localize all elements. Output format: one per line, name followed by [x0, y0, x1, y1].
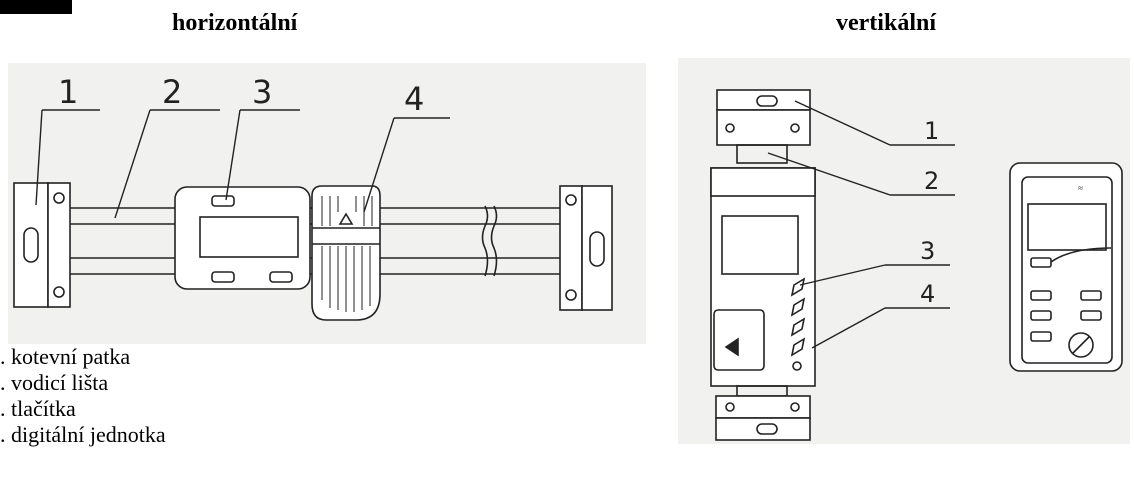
callout-v-2: 2 — [924, 167, 939, 195]
vertical-callout-lines — [767, 100, 955, 349]
display — [199, 216, 299, 258]
legend-item: . kotevní patka — [0, 344, 131, 369]
vertical-triangle-icon — [724, 337, 739, 357]
heading-vertical: vertikální — [836, 10, 936, 36]
vertical-housing — [710, 167, 816, 387]
callout-v-3: 3 — [920, 237, 935, 265]
top-anchor-foot — [716, 89, 811, 164]
vertical-display — [721, 215, 799, 275]
callout-h-2: 2 — [162, 73, 182, 111]
horizontal-callout-lines — [35, 109, 450, 219]
button-right — [269, 271, 293, 283]
digital-unit-body — [174, 186, 311, 290]
horizontal-device — [13, 109, 613, 321]
callout-h-4: 4 — [404, 80, 424, 118]
front-display — [1027, 203, 1107, 251]
heading-horizontal: horizontální — [172, 10, 298, 36]
parts-legend: . kotevní patka . vodicí lišta . tlačítk… — [0, 344, 166, 448]
legend-item: . vodicí lišta — [0, 370, 109, 395]
digital-unit-housing — [311, 185, 381, 321]
front-panel-view: ≈ — [1009, 162, 1123, 372]
left-anchor-foot — [13, 182, 71, 308]
callout-h-3: 3 — [252, 73, 272, 111]
right-anchor-foot — [559, 185, 613, 311]
legend-item: . tlačítka — [0, 396, 76, 421]
callout-v-4: 4 — [920, 280, 935, 308]
bottom-anchor-foot — [715, 385, 811, 441]
triangle-mark-icon — [338, 212, 354, 225]
callout-h-1: 1 — [58, 73, 78, 111]
button-top — [211, 195, 235, 207]
legend-item: . digitální jednotka — [0, 422, 166, 447]
vertical-device: ≈ — [710, 89, 1123, 441]
callout-v-1: 1 — [924, 117, 939, 145]
svg-text:≈: ≈ — [1078, 183, 1083, 193]
power-knob-icon — [1068, 332, 1094, 358]
button-left — [211, 271, 235, 283]
corner-tab — [0, 0, 72, 14]
